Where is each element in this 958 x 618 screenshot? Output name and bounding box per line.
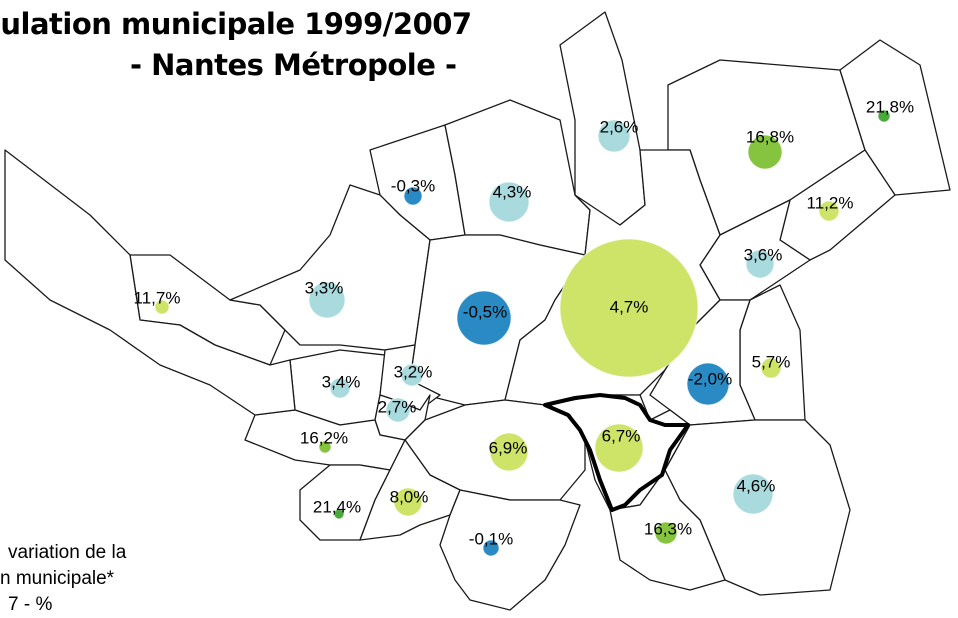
variation-label: 5,7% xyxy=(752,352,791,371)
variation-labels: 2,6% 16,8% 21,8% -0,3% 4,3% 11,2% 3,6% 11,7% 3,3… xyxy=(134,97,915,548)
variation-bubble xyxy=(877,109,891,123)
variation-bubble xyxy=(732,473,774,515)
legend-line-3: 7 - % xyxy=(8,594,53,615)
variation-bubble xyxy=(482,539,500,557)
variation-bubble xyxy=(393,487,423,517)
variation-label: 21,8% xyxy=(866,97,914,116)
variation-label: 16,8% xyxy=(746,127,794,146)
variation-bubble xyxy=(403,186,423,206)
commune-shape xyxy=(4,149,296,416)
variation-bubble xyxy=(654,521,678,545)
variation-bubble xyxy=(318,440,332,454)
variation-label: 6,9% xyxy=(489,438,528,457)
variation-bubble xyxy=(308,281,346,319)
variation-bubble xyxy=(489,432,529,472)
variation-label: 3,6% xyxy=(744,245,783,264)
variation-label: 4,7% xyxy=(610,297,649,316)
variation-label: 16,2% xyxy=(300,428,348,447)
variation-label: -0,3% xyxy=(391,176,435,195)
variation-bubble xyxy=(385,397,411,423)
variation-label: 21,4% xyxy=(313,497,361,516)
variation-bubble xyxy=(686,362,730,406)
map-title-line-2: - Nantes Métropole - xyxy=(130,48,457,82)
legend-line-2: n municipale* xyxy=(0,568,115,589)
nantes-city-outline xyxy=(543,393,690,512)
variation-bubble xyxy=(594,423,644,473)
variation-label: 3,3% xyxy=(305,278,344,297)
variation-bubble xyxy=(333,508,345,520)
variation-bubble xyxy=(329,377,351,399)
variation-label: 3,4% xyxy=(322,372,361,391)
commune-shape xyxy=(439,489,581,611)
variation-label: 8,0% xyxy=(390,487,429,506)
variation-label: 16,3% xyxy=(644,519,692,538)
variation-label: 11,2% xyxy=(807,193,854,212)
variation-label: 6,7% xyxy=(602,426,641,445)
legend: variation de la n municipale* 7 - % xyxy=(0,540,126,618)
variation-label: -2,0% xyxy=(688,369,732,388)
variation-bubble xyxy=(559,238,699,378)
variation-bubble xyxy=(760,357,782,379)
variation-bubble xyxy=(154,299,170,315)
variation-bubble xyxy=(818,200,840,222)
variation-bubble xyxy=(747,134,783,170)
variation-label: 4,6% xyxy=(737,476,776,495)
variation-bubble xyxy=(400,363,424,387)
variation-label: 2,6% xyxy=(600,117,639,136)
variation-label: -0,5% xyxy=(463,302,507,321)
variation-label: 3,2% xyxy=(394,362,433,381)
variation-label: -0,1% xyxy=(469,529,513,548)
variation-bubble xyxy=(597,119,631,153)
commune-shape xyxy=(444,99,591,256)
variation-bubble xyxy=(745,249,775,279)
variation-bubble xyxy=(488,181,530,223)
map-title-line-1: ulation municipale 1999/2007 xyxy=(0,7,472,41)
map-title: ulation municipale 1999/2007 - Nantes Mé… xyxy=(0,4,500,86)
variation-bubble xyxy=(456,290,512,346)
variation-label: 2,7% xyxy=(378,397,417,416)
variation-label: 11,7% xyxy=(134,288,181,307)
variation-bubbles xyxy=(154,109,891,557)
variation-label: 4,3% xyxy=(493,182,532,201)
legend-line-1: variation de la xyxy=(8,542,127,563)
